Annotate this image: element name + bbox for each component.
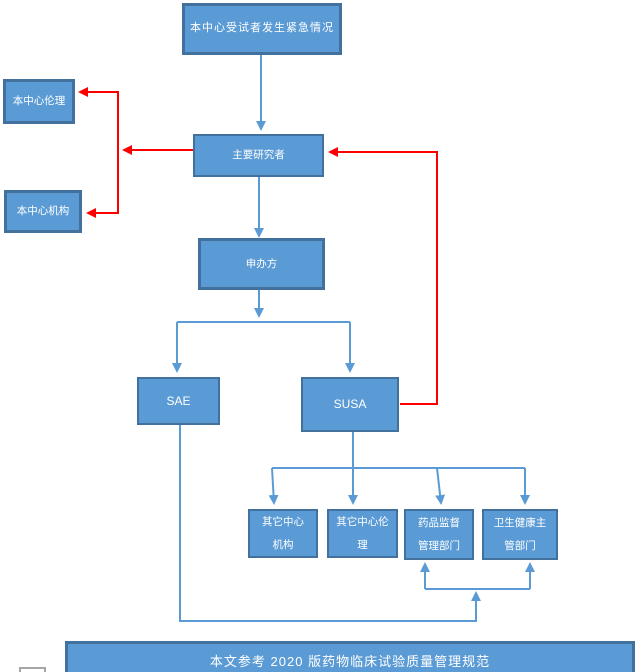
node-sae: SAE xyxy=(137,377,220,425)
node-principal-investigator: 主要研究者 xyxy=(193,134,324,177)
node-susa: SUSA xyxy=(301,377,399,432)
connector-branch-to-drug-admin xyxy=(435,467,446,505)
node-other-center-institution: 其它中心 机构 xyxy=(248,509,318,558)
node-center-institution: 本中心机构 xyxy=(4,190,82,233)
connector-sae-loop xyxy=(179,425,481,622)
connector-susa-to-pi xyxy=(328,147,438,405)
node-drug-admin: 药品监督 管理部门 xyxy=(404,509,474,560)
page-edge-fragment xyxy=(19,667,46,672)
connector-branch-to-other-institution xyxy=(268,467,279,505)
node-emergency: 本中心受试者发生紧急情况 xyxy=(182,3,342,55)
node-sponsor: 申办方 xyxy=(198,238,325,290)
footer-banner: 本文参考 2020 版药物临床试验质量管理规范 xyxy=(65,641,635,672)
node-other-center-ethics: 其它中心伦 理 xyxy=(327,509,398,558)
node-health-dept: 卫生健康主 管部门 xyxy=(482,509,558,560)
node-center-ethics: 本中心伦理 xyxy=(3,79,75,124)
